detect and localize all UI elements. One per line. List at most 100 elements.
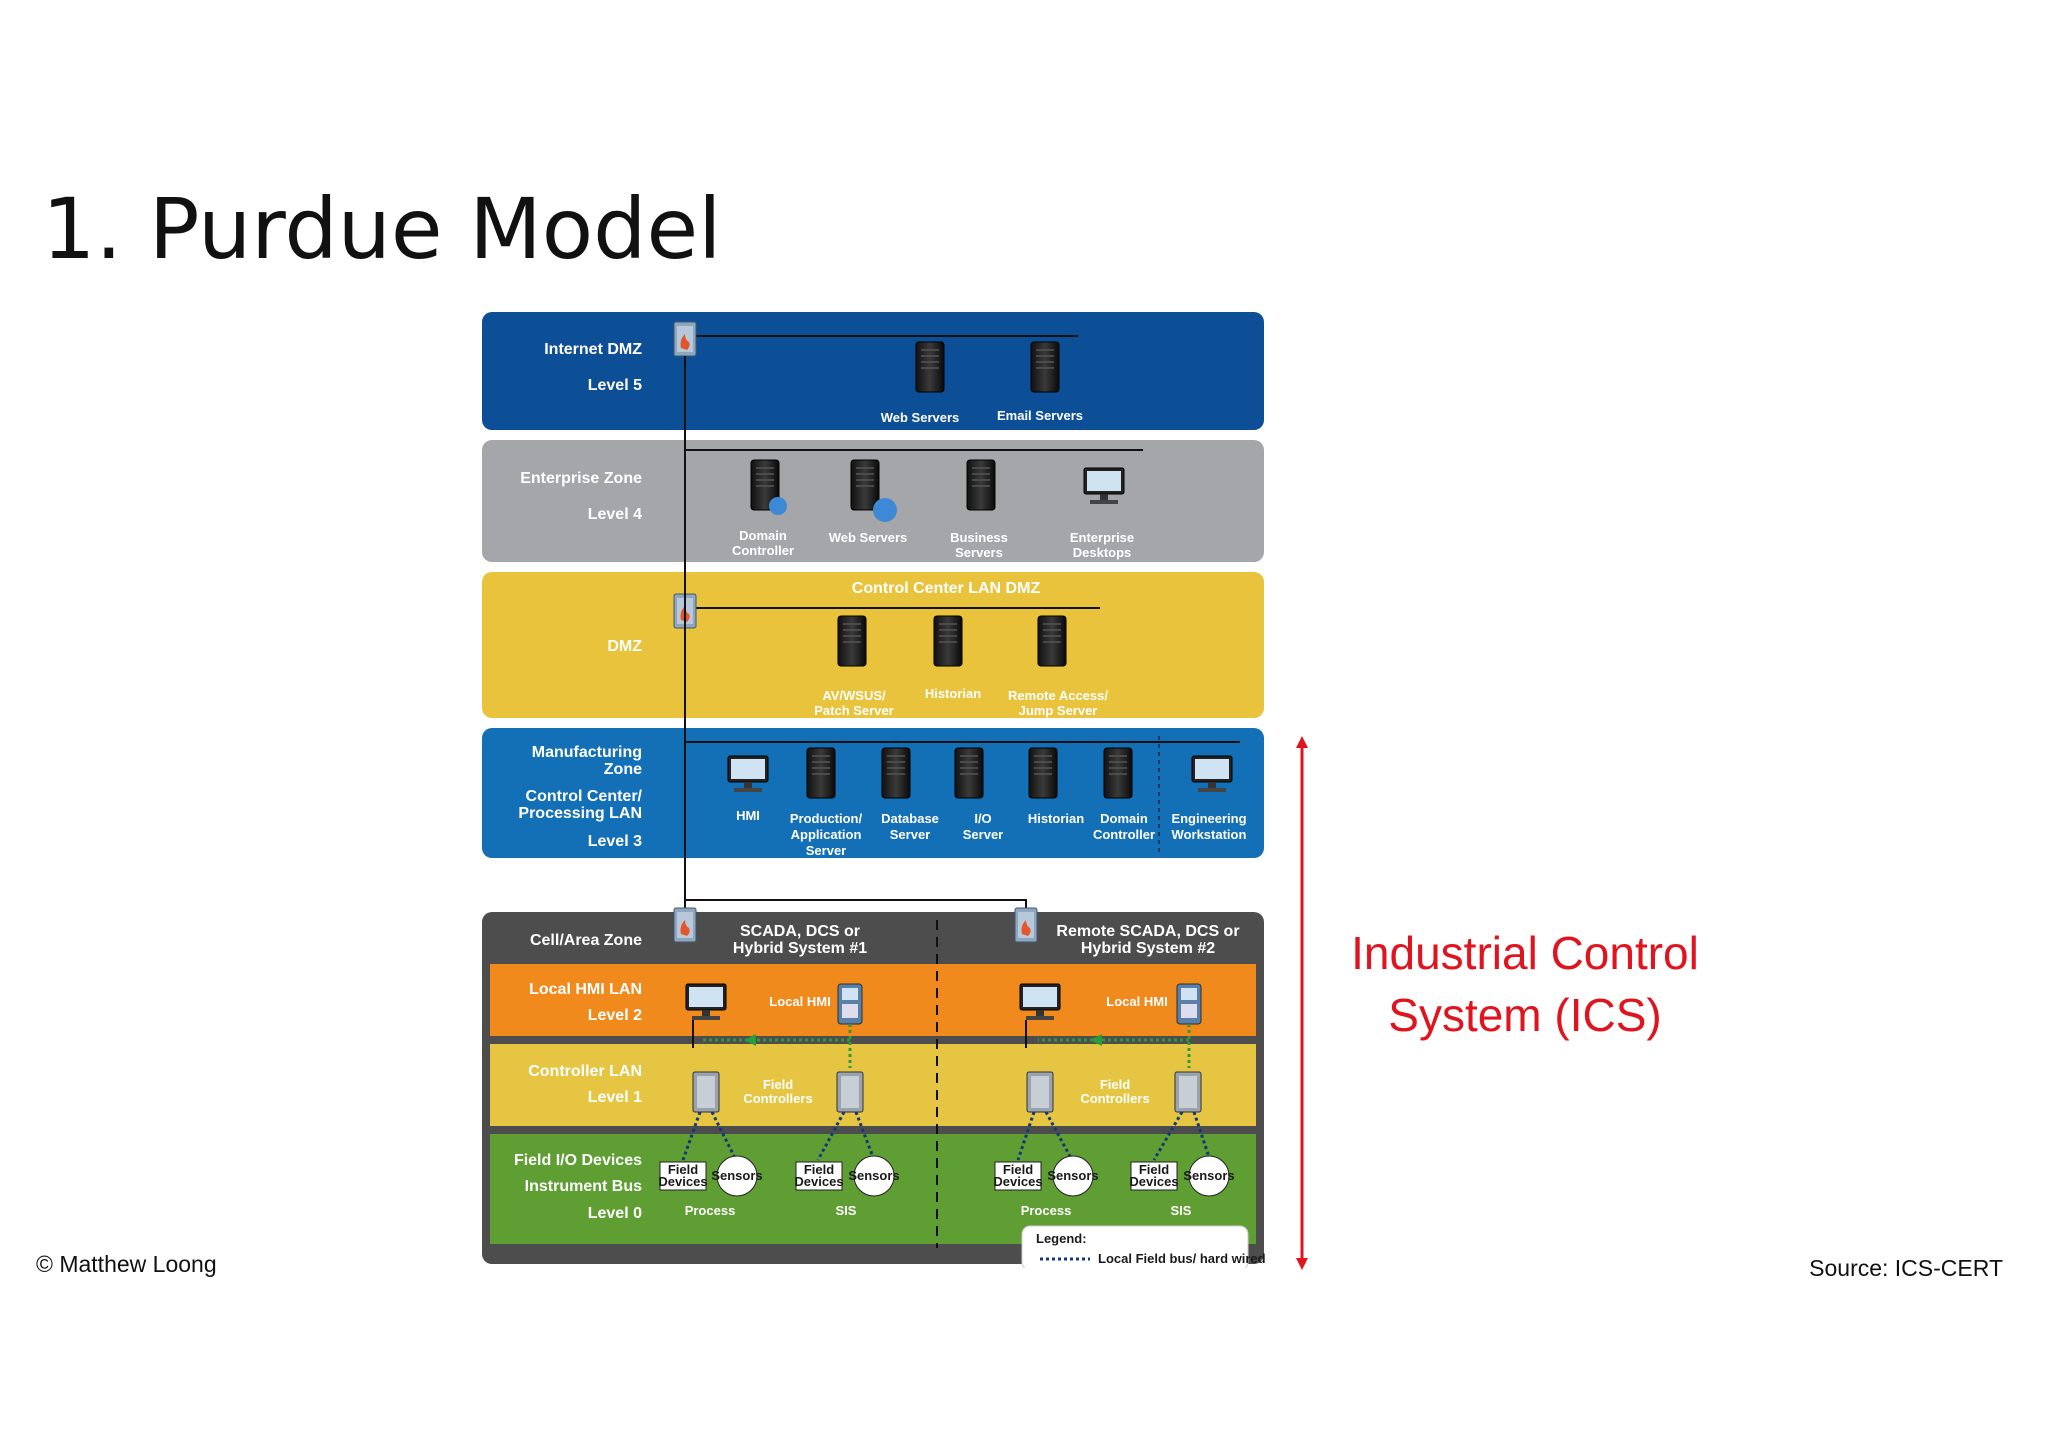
band-level2-level: Level 2 bbox=[588, 1007, 642, 1024]
zone-manufacturing-sub: Processing LAN bbox=[518, 805, 642, 822]
zone-internet-dmz-level: Level 5 bbox=[588, 377, 642, 394]
zone-dmz-header: Control Center LAN DMZ bbox=[852, 580, 1041, 597]
globe-icon bbox=[873, 498, 897, 522]
device-label: Desktops bbox=[1073, 545, 1132, 560]
local-hmi-label: Local HMI bbox=[769, 994, 830, 1009]
device-label: Remote Access/ bbox=[1008, 688, 1108, 703]
field-devices-label: Field bbox=[1003, 1162, 1033, 1177]
legend-title: Legend: bbox=[1036, 1231, 1087, 1246]
field-controllers-label: Controllers bbox=[1080, 1091, 1149, 1106]
zone-enterprise-name: Enterprise Zone bbox=[520, 470, 642, 487]
firewall-icon bbox=[673, 321, 697, 357]
field-devices-label: Devices bbox=[993, 1174, 1042, 1189]
field-devices-box bbox=[795, 1161, 843, 1191]
zone-manufacturing-sub: Control Center/ bbox=[526, 788, 643, 805]
sensors-circle bbox=[716, 1155, 758, 1197]
sensors-circle bbox=[1188, 1155, 1230, 1197]
server-icon bbox=[954, 747, 984, 799]
device-label: Email Servers bbox=[997, 408, 1083, 423]
band-level0-level: Level 0 bbox=[588, 1205, 642, 1222]
band-level1-name: Controller LAN bbox=[528, 1063, 642, 1080]
source-text: Source: ICS-CERT bbox=[1809, 1255, 2003, 1281]
device-label: HMI bbox=[736, 808, 760, 823]
device-label: Controller bbox=[732, 543, 794, 558]
server-icon bbox=[850, 459, 880, 511]
sensors-label: Sensors bbox=[711, 1168, 762, 1183]
firewall-icon bbox=[673, 907, 697, 943]
field-devices-label: Field bbox=[804, 1162, 834, 1177]
band-level2-name: Local HMI LAN bbox=[529, 981, 642, 998]
sensors-label: Sensors bbox=[1047, 1168, 1098, 1183]
zone-internet-dmz bbox=[482, 312, 1264, 430]
device-label: Application bbox=[791, 827, 862, 842]
band-level0-name: Instrument Bus bbox=[525, 1178, 642, 1195]
copyright-text: © Matthew Loong bbox=[36, 1251, 217, 1277]
device-label: Historian bbox=[1028, 811, 1084, 826]
device-label: Servers bbox=[955, 545, 1003, 560]
hmi-panel-icon bbox=[1176, 983, 1202, 1025]
sensors-circle bbox=[1052, 1155, 1094, 1197]
field-devices-label: Devices bbox=[794, 1174, 843, 1189]
sensors-circle bbox=[853, 1155, 895, 1197]
field-devices-box bbox=[659, 1161, 707, 1191]
field-devices-box bbox=[1130, 1161, 1178, 1191]
zone-cell-area-name: Cell/Area Zone bbox=[530, 932, 642, 949]
band-level1 bbox=[490, 1044, 1256, 1126]
server-icon bbox=[933, 615, 963, 667]
device-label: I/O bbox=[974, 811, 991, 826]
device-label: Historian bbox=[925, 686, 981, 701]
server-icon bbox=[837, 615, 867, 667]
server-icon bbox=[1037, 615, 1067, 667]
sis-label: SIS bbox=[836, 1203, 857, 1218]
device-label: Business bbox=[950, 530, 1008, 545]
zone-manufacturing-name: Zone bbox=[604, 761, 642, 778]
device-label: Domain bbox=[739, 528, 787, 543]
purdue-diagram: Internet DMZ Level 5 Web Servers Email S… bbox=[478, 308, 1268, 1268]
user-icon bbox=[769, 497, 787, 515]
band-level2 bbox=[490, 964, 1256, 1036]
device-label: Enterprise bbox=[1070, 530, 1134, 545]
firewall-icon bbox=[1014, 907, 1038, 943]
purdue-diagram-svg: Internet DMZ Level 5 Web Servers Email S… bbox=[482, 312, 1266, 1268]
field-devices-label: Field bbox=[668, 1162, 698, 1177]
system1-label: SCADA, DCS or bbox=[740, 923, 860, 940]
system1-label: Hybrid System #1 bbox=[733, 940, 867, 957]
system2-label: Hybrid System #2 bbox=[1081, 940, 1215, 957]
server-icon bbox=[1103, 747, 1133, 799]
controller-icon bbox=[1174, 1071, 1202, 1113]
controller-icon bbox=[1026, 1071, 1054, 1113]
slide-title: 1. Purdue Model bbox=[42, 180, 722, 278]
sis-label: SIS bbox=[1171, 1203, 1192, 1218]
zone-manufacturing-name: Manufacturing bbox=[532, 744, 642, 761]
controller-icon bbox=[692, 1071, 720, 1113]
device-label: Domain bbox=[1100, 811, 1148, 826]
hmi-panel-icon bbox=[837, 983, 863, 1025]
field-devices-label: Devices bbox=[1129, 1174, 1178, 1189]
device-label: Controller bbox=[1093, 827, 1155, 842]
sensors-label: Sensors bbox=[848, 1168, 899, 1183]
zone-manufacturing-level: Level 3 bbox=[588, 833, 642, 850]
band-level0-name: Field I/O Devices bbox=[514, 1152, 642, 1169]
legend-item: Local Field bus/ hard wired bbox=[1098, 1251, 1266, 1266]
device-label: Server bbox=[963, 827, 1003, 842]
device-label: AV/WSUS/ bbox=[822, 688, 886, 703]
process-label: Process bbox=[1021, 1203, 1072, 1218]
server-icon bbox=[806, 747, 836, 799]
ics-label-line2: System (ICS) bbox=[1388, 989, 1662, 1041]
band-level1-level: Level 1 bbox=[588, 1089, 642, 1106]
field-controllers-label: Field bbox=[1100, 1077, 1130, 1092]
sensors-label: Sensors bbox=[1183, 1168, 1234, 1183]
zone-manufacturing bbox=[482, 728, 1264, 858]
device-label: Database bbox=[881, 811, 939, 826]
field-devices-label: Field bbox=[1139, 1162, 1169, 1177]
device-label: Server bbox=[890, 827, 930, 842]
device-label: Production/ bbox=[790, 811, 863, 826]
device-label: Workstation bbox=[1172, 827, 1247, 842]
device-label: Server bbox=[806, 843, 846, 858]
server-icon bbox=[915, 341, 945, 393]
device-label: Engineering bbox=[1171, 811, 1246, 826]
server-icon bbox=[1030, 341, 1060, 393]
server-icon bbox=[966, 459, 996, 511]
field-controllers-label: Controllers bbox=[743, 1091, 812, 1106]
field-devices-box bbox=[994, 1161, 1042, 1191]
